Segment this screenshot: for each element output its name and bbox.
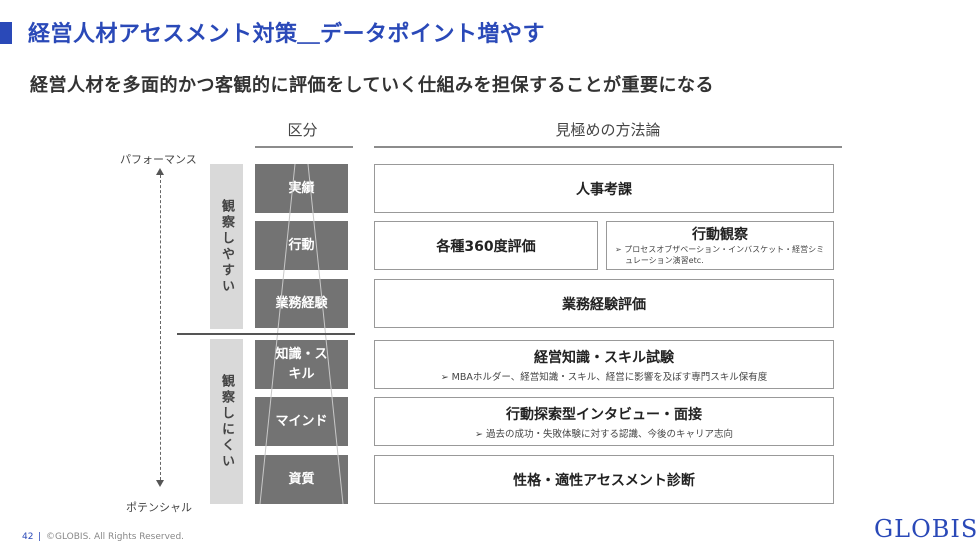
category-column-header: 区分 [287, 121, 318, 139]
method-note: ➢ プロセスオブザベーション・インバスケット・経営シミュレーション演習etc. [615, 245, 825, 265]
method-title: 人事考課 [576, 181, 632, 198]
method-knowledge-test: 経営知識・スキル試験 ➢ MBAホルダー、経営知識・スキル、経営に影響を及ぼす専… [374, 340, 834, 389]
method-behavior-observation: 行動観察 ➢ プロセスオブザベーション・インバスケット・経営シミュレーション演習… [606, 221, 834, 270]
method-title: 業務経験評価 [562, 296, 646, 313]
category-box: 実績 [255, 164, 348, 213]
observable-hard-box: 観察しにくい [210, 339, 243, 504]
category-label: 実績 [288, 180, 315, 196]
copyright-text: ©GLOBIS. All Rights Reserved. [46, 532, 185, 542]
arrow-down-icon [156, 480, 164, 487]
method-title: 行動探索型インタビュー・面接 [506, 406, 702, 423]
method-title: 各種360度評価 [436, 238, 536, 255]
footer-separator: | [38, 532, 42, 542]
observable-hard-label: 観察しにくい [219, 373, 234, 470]
title-accent-bar [0, 22, 12, 44]
method-title: 行動観察 [692, 227, 748, 244]
method-experience-evaluation: 業務経験評価 [374, 279, 834, 328]
method-note: ➢ 過去の成功・失敗体験に対する認識、今後のキャリア志向 [475, 428, 733, 440]
method-title: 経営知識・スキル試験 [534, 349, 674, 366]
category-label: 行動 [288, 237, 315, 253]
method-note: ➢ MBAホルダー、経営知識・スキル、経営に影響を及ぼす専門スキル保有度 [440, 371, 768, 383]
page-subtitle: 経営人材を多面的かつ客観的に評価をしていく仕組みを担保することが重要になる [30, 75, 714, 96]
observable-easy-box: 観察しやすい [210, 164, 243, 329]
category-header-rule [255, 146, 353, 148]
performance-label: パフォーマンス [120, 153, 197, 166]
category-label: マインド [275, 413, 328, 429]
category-box: 行動 [255, 221, 348, 270]
potential-label: ポテンシャル [126, 501, 192, 514]
method-title: 性格・適性アセスメント診断 [513, 472, 695, 489]
pyramid-outline [259, 163, 344, 505]
category-label: 資質 [288, 471, 315, 487]
method-behavioral-interview: 行動探索型インタビュー・面接 ➢ 過去の成功・失敗体験に対する認識、今後のキャリ… [374, 397, 834, 446]
method-header-rule [374, 146, 842, 148]
globis-logo: GLOBIS [874, 515, 979, 543]
scale-axis-line [160, 175, 161, 480]
observable-easy-label: 観察しやすい [219, 198, 234, 295]
arrow-up-icon [156, 168, 164, 175]
category-label: 業務経験 [275, 295, 328, 311]
page-number: 42 [22, 532, 34, 542]
category-box: 資質 [255, 455, 348, 504]
category-box: 業務経験 [255, 279, 348, 328]
category-box: 知識・スキル [255, 340, 348, 389]
category-label: 知識・スキル [275, 347, 328, 382]
method-column-header: 見極めの方法論 [555, 121, 661, 139]
method-360-evaluation: 各種360度評価 [374, 221, 598, 270]
observability-divider [177, 333, 355, 335]
page-title: 経営人材アセスメント対策＿データポイント増やす [28, 22, 546, 47]
method-aptitude-assessment: 性格・適性アセスメント診断 [374, 455, 834, 504]
method-performance-review: 人事考課 [374, 164, 834, 213]
